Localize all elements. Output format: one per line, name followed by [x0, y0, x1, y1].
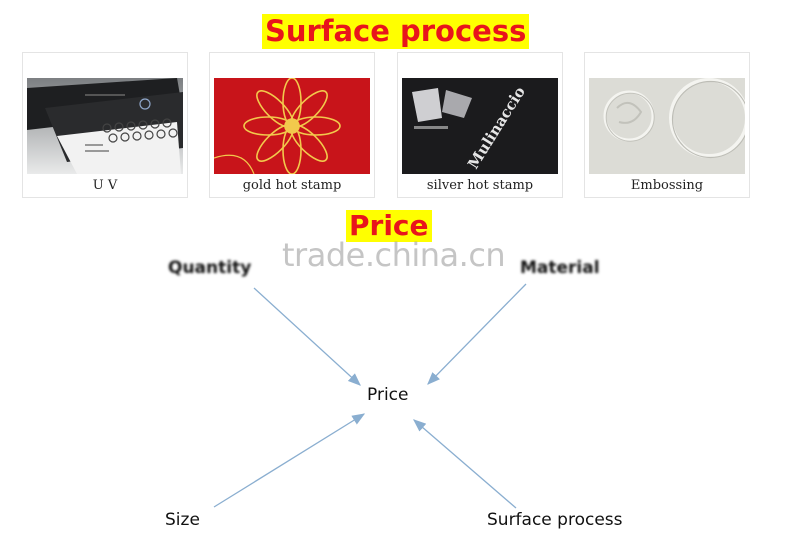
watermark: trade.china.cn [282, 236, 506, 274]
uv-caption: U V [92, 178, 118, 193]
gold-hot-stamp-card[interactable]: gold hot stamp [209, 52, 375, 198]
gold-hot-stamp-caption: gold hot stamp [242, 178, 342, 193]
size-label: Size [165, 510, 200, 530]
price-center-label: Price [367, 385, 409, 405]
arrow-size [213, 413, 366, 508]
silver-hot-stamp-caption: silver hot stamp [426, 178, 534, 193]
gold-hot-stamp-image [214, 78, 370, 174]
uv-sample-image [27, 78, 183, 174]
arrow-surface [413, 419, 517, 509]
arrow-quantity [253, 287, 361, 386]
silver-hot-stamp-card[interactable]: Mulinaccio silver hot stamp [397, 52, 563, 198]
material-label: Material [520, 258, 600, 278]
embossing-caption: Embossing [630, 178, 704, 193]
arrow-material [427, 283, 527, 385]
uv-card[interactable]: U V [22, 52, 188, 198]
embossing-card[interactable]: Embossing [584, 52, 750, 198]
quantity-label: Quantity [168, 258, 252, 278]
surface-process-title: Surface process [262, 14, 530, 49]
embossing-image [589, 78, 745, 174]
price-title: Price [346, 210, 432, 242]
surface-process-label: Surface process [487, 510, 623, 530]
silver-hot-stamp-image: Mulinaccio [402, 78, 558, 174]
